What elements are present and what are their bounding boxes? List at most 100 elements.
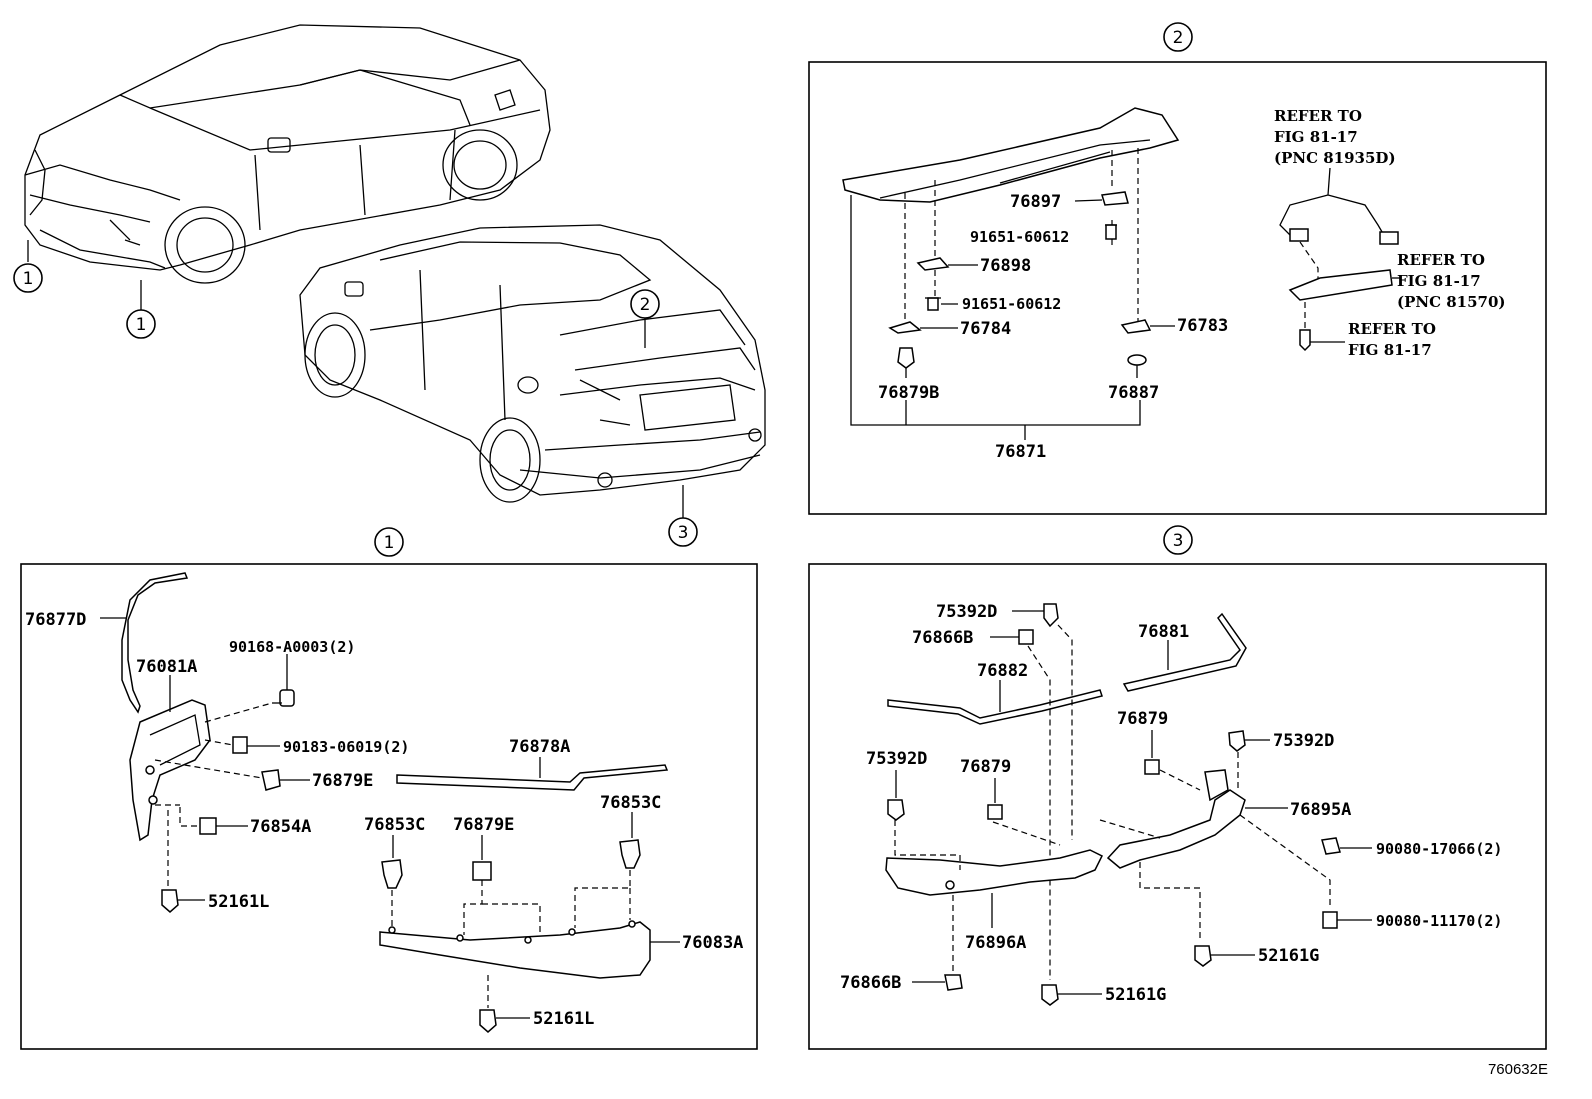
clip-52161G-right — [1194, 945, 1212, 967]
side-extension-76081A — [129, 699, 211, 842]
clip-52161L-b — [479, 1009, 497, 1033]
clip-75392D-left — [887, 799, 905, 821]
bolt-90080-11170 — [1322, 911, 1338, 929]
refer-to-line1-b: REFER TO — [1397, 251, 1485, 269]
clip-76866B-bottom — [944, 974, 963, 991]
refer-to-line2-c: FIG 81-17 — [1348, 341, 1432, 359]
clip-52161L-a — [161, 889, 179, 913]
label-76783: 76783 — [1177, 316, 1228, 336]
nut-90080-17066 — [1321, 837, 1341, 855]
svg-text:1: 1 — [384, 533, 395, 553]
high-mount-stop-lamp — [1288, 269, 1400, 352]
rear-spoiler — [842, 107, 1180, 203]
clip-76879E-b — [472, 861, 492, 881]
moulding-76881 — [1122, 612, 1247, 692]
front-car-illustration — [24, 24, 551, 284]
label-76853C-right: 76853C — [600, 793, 661, 813]
svg-text:3: 3 — [678, 523, 689, 543]
label-76854A: 76854A — [250, 817, 311, 837]
label-90183-06019: 90183-06019(2) — [283, 738, 409, 756]
rear-car-illustration — [299, 224, 766, 503]
section-1-header: 1 — [374, 527, 404, 557]
pad-76783 — [1120, 319, 1152, 334]
section-1-frame — [20, 563, 758, 1050]
label-52161L-left: 52161L — [208, 892, 269, 912]
label-76879E-middle: 76879E — [453, 815, 514, 835]
label-76866B-top: 76866B — [912, 628, 973, 648]
label-76784: 76784 — [960, 319, 1011, 339]
section-3-header: 3 — [1163, 525, 1193, 555]
figure-id: 760632E — [1488, 1061, 1548, 1078]
label-75392D-left: 75392D — [866, 749, 927, 769]
svg-text:1: 1 — [23, 269, 34, 289]
pad-76898 — [916, 257, 950, 271]
svg-text:2: 2 — [1173, 28, 1184, 48]
pad-76897 — [1101, 191, 1129, 206]
label-76853C-left: 76853C — [364, 815, 425, 835]
section-3-frame — [808, 563, 1547, 1050]
callout-3-rear: 3 — [668, 517, 698, 547]
nut-90183 — [232, 736, 248, 754]
screw-91651-a — [1105, 224, 1117, 240]
label-75392D-top: 75392D — [936, 602, 997, 622]
label-52161L-bottom: 52161L — [533, 1009, 594, 1029]
label-76879-left: 76879 — [960, 757, 1011, 777]
stop-lamp-wire-harness — [1279, 167, 1399, 282]
front-spoiler-76083A — [379, 921, 651, 979]
clip-76879B — [897, 347, 915, 369]
label-76866B-bottom: 76866B — [840, 973, 901, 993]
label-76881: 76881 — [1138, 622, 1189, 642]
label-91651-60612-upper: 91651-60612 — [970, 228, 1069, 246]
label-76081A: 76081A — [136, 657, 197, 677]
callout-1-front-b: 1 — [126, 309, 156, 339]
refer-to-line1-c: REFER TO — [1348, 320, 1436, 338]
label-76879B: 76879B — [878, 383, 939, 403]
label-52161G-right: 52161G — [1258, 946, 1319, 966]
section-2-frame — [808, 61, 1547, 515]
clip-76879E-a — [261, 769, 281, 791]
label-75392D-right: 75392D — [1273, 731, 1334, 751]
label-76083A: 76083A — [682, 933, 743, 953]
refer-to-line3-a: (PNC 81935D) — [1274, 149, 1396, 167]
label-76896A: 76896A — [965, 933, 1026, 953]
svg-text:2: 2 — [640, 295, 651, 315]
refer-to-line1-a: REFER TO — [1274, 107, 1362, 125]
label-76895A: 76895A — [1290, 800, 1351, 820]
refer-to-line3-b: (PNC 81570) — [1397, 293, 1506, 311]
clip-76853C-a — [381, 859, 403, 889]
clip-76866B-top — [1018, 629, 1034, 645]
label-91651-60612-lower: 91651-60612 — [962, 295, 1061, 313]
clip-75392D-right — [1228, 730, 1246, 752]
svg-text:3: 3 — [1173, 531, 1184, 551]
clip-75392D-top — [1043, 603, 1059, 628]
moulding-76882 — [887, 689, 1103, 725]
callout-1-front-a: 1 — [13, 263, 43, 293]
moulding-76877D — [121, 572, 189, 714]
label-90080-11170: 90080-11170(2) — [1376, 912, 1502, 930]
screw-90168 — [279, 689, 295, 707]
clip-76879-right — [1144, 759, 1160, 775]
clip-76879-left — [987, 804, 1003, 820]
refer-to-line2-b: FIG 81-17 — [1397, 272, 1481, 290]
rear-extension-76896A — [885, 849, 1104, 896]
clip-52161G-bottom — [1041, 984, 1059, 1006]
label-76887: 76887 — [1108, 383, 1159, 403]
label-52161G-bottom: 52161G — [1105, 985, 1166, 1005]
label-76879-right: 76879 — [1117, 709, 1168, 729]
clip-76854A — [199, 817, 217, 835]
screw-91651-b — [927, 297, 939, 311]
label-76898: 76898 — [980, 256, 1031, 276]
label-76879E-upper: 76879E — [312, 771, 373, 791]
label-76877D: 76877D — [25, 610, 86, 630]
clip-76853C-b — [619, 839, 641, 869]
moulding-76878A — [396, 764, 669, 791]
pad-76784 — [888, 321, 922, 334]
label-90080-17066: 90080-17066(2) — [1376, 840, 1502, 858]
refer-to-line2-a: FIG 81-17 — [1274, 128, 1358, 146]
label-76878A: 76878A — [509, 737, 570, 757]
washer-76887 — [1127, 354, 1147, 366]
section-2-header: 2 — [1163, 22, 1193, 52]
callout-2-rear: 2 — [630, 289, 660, 319]
svg-text:1: 1 — [136, 315, 147, 335]
